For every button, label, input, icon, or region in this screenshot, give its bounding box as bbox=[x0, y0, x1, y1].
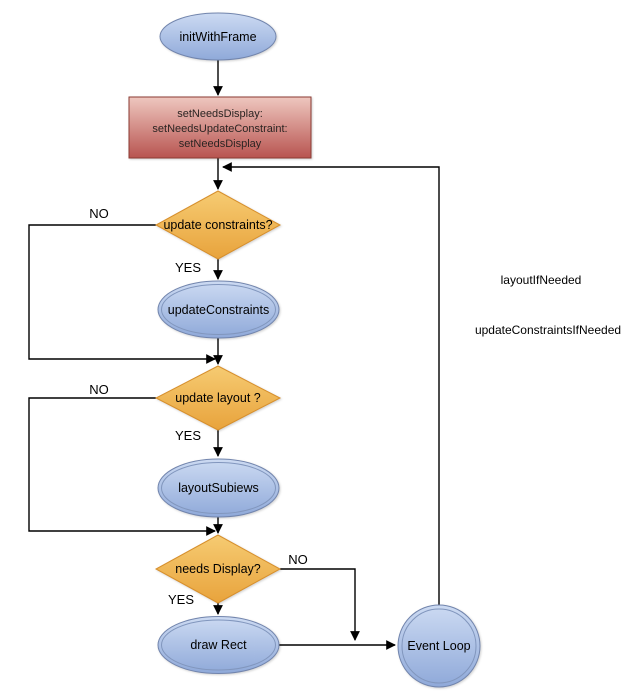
needs-display-question-label: needs Display? bbox=[175, 562, 261, 576]
needs-display-decision bbox=[154, 534, 282, 604]
update-constraints-node-inner-ring bbox=[161, 284, 276, 335]
draw-rect-node-inner-ring bbox=[161, 619, 276, 671]
event-loop-node-inner-ring bbox=[401, 608, 477, 684]
draw-rect-label: draw Rect bbox=[190, 638, 247, 652]
init-with-frame-label: initWithFrame bbox=[179, 30, 256, 44]
edge-eventloop-feedback bbox=[222, 162, 440, 605]
edge-label-no-needs-display: NO bbox=[288, 552, 308, 567]
event-loop-label: Event Loop bbox=[407, 639, 470, 653]
layout-subviews-node-inner-ring bbox=[161, 462, 276, 514]
annotation-update-constraints-if-needed: updateConstraintsIfNeeded bbox=[475, 323, 621, 337]
edges bbox=[28, 60, 440, 650]
update-layout-decision bbox=[154, 365, 282, 431]
init-with-frame-node bbox=[159, 12, 277, 61]
annotation-layout-if-needed: layoutIfNeeded bbox=[501, 273, 582, 287]
edge-label-no-update-layout: NO bbox=[89, 382, 109, 397]
edge-label-yes-needs-display: YES bbox=[168, 592, 194, 607]
edge-label-no-update-constraints: NO bbox=[89, 206, 109, 221]
set-needs-line-2: setNeedsUpdateConstraint: bbox=[152, 123, 287, 135]
edge-label-yes-update-constraints: YES bbox=[175, 260, 201, 275]
update-constraints-question-label: update constraints? bbox=[163, 218, 272, 232]
update-constraints-node bbox=[157, 280, 280, 339]
draw-rect-node bbox=[157, 616, 280, 674]
edge-no-needs-display bbox=[280, 568, 360, 641]
nodes bbox=[128, 12, 481, 688]
edge-label-yes-update-layout: YES bbox=[175, 428, 201, 443]
layout-subviews-label: layoutSubiews bbox=[178, 481, 259, 495]
update-layout-question-label: update layout ? bbox=[175, 391, 261, 405]
layout-subviews-node bbox=[157, 458, 280, 518]
labels: initWithFrame setNeedsDisplay: setNeedsU… bbox=[89, 30, 621, 653]
set-needs-line-3: setNeedsDisplay bbox=[179, 138, 262, 150]
edge-no-update-constraints-loop bbox=[28, 224, 216, 364]
update-constraints-label: updateConstraints bbox=[168, 303, 269, 317]
set-needs-display-box bbox=[128, 96, 312, 159]
edge-no-update-layout-loop bbox=[28, 397, 216, 536]
update-constraints-decision bbox=[154, 190, 282, 260]
set-needs-line-1: setNeedsDisplay: bbox=[177, 108, 263, 120]
event-loop-node bbox=[397, 604, 481, 688]
